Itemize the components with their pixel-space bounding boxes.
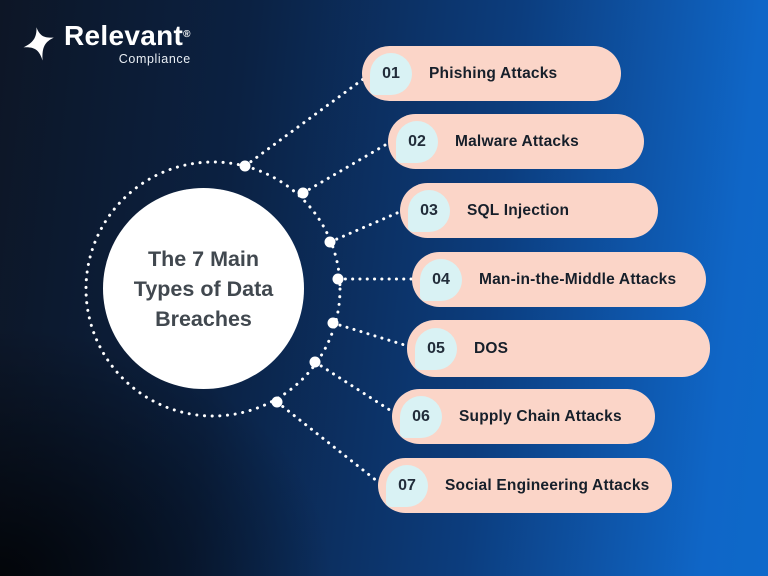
junction-dot [332, 273, 344, 285]
connector-line [301, 139, 394, 195]
item-label: Man-in-the-Middle Attacks [479, 270, 677, 288]
item-number-badge: 01 [370, 52, 412, 95]
breach-item-malware: 02 Malware Attacks [388, 114, 644, 169]
title-line-3: Breaches [155, 306, 252, 331]
item-number-badge: 05 [415, 327, 457, 370]
junction-dot [239, 160, 251, 172]
item-label: Phishing Attacks [429, 64, 558, 82]
junction-dot [327, 317, 339, 329]
item-number-badge: 03 [408, 189, 450, 232]
title-line-1: The 7 Main [147, 246, 260, 271]
item-number-badge: 07 [386, 464, 428, 507]
center-title-circle: The 7 Main Types of Data Breaches [103, 188, 304, 389]
junction-dot [324, 236, 336, 248]
breach-item-social-engineering: 07 Social Engineering Attacks [378, 458, 672, 513]
breach-item-supply-chain: 06 Supply Chain Attacks [392, 389, 655, 444]
junction-dot [297, 187, 309, 199]
item-label: DOS [474, 339, 509, 357]
breach-item-sql-injection: 03 SQL Injection [400, 183, 658, 238]
breach-item-dos: 05 DOS [407, 320, 710, 377]
item-label: Social Engineering Attacks [445, 476, 650, 494]
breach-item-phishing: 01 Phishing Attacks [362, 46, 621, 101]
item-label: Malware Attacks [455, 132, 579, 150]
item-label: SQL Injection [467, 201, 570, 219]
connector-line [275, 400, 384, 487]
sparkle-icon [23, 27, 54, 61]
item-number-badge: 02 [396, 120, 438, 163]
title-line-2: Types of Data [133, 276, 274, 301]
brand-subtitle: Compliance [118, 52, 191, 66]
connector-line [331, 321, 413, 349]
connector-line [243, 75, 368, 168]
junction-dot [309, 356, 321, 368]
breach-item-man-in-the-middle: 04 Man-in-the-Middle Attacks [412, 252, 706, 307]
dotted-ring [84, 160, 342, 418]
item-label: Supply Chain Attacks [459, 407, 622, 425]
registered-mark: ® [183, 29, 191, 40]
item-number-badge: 06 [400, 395, 442, 438]
connector-line [313, 360, 398, 416]
brand-name: Relevant® [64, 20, 191, 51]
junction-dot [271, 396, 283, 408]
brand-logo: Relevant® Compliance [20, 22, 191, 66]
item-number-badge: 04 [420, 258, 462, 301]
connector-line [328, 208, 406, 244]
